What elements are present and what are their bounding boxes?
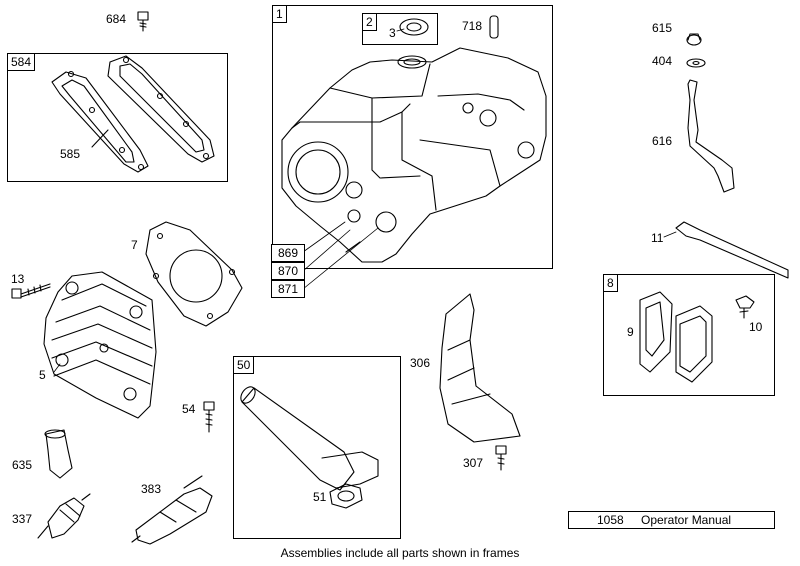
frame-584 <box>7 53 228 182</box>
spark-plug-337-part <box>37 493 91 539</box>
callout-13: 13 <box>11 272 25 286</box>
callout-383: 383 <box>141 482 162 496</box>
callout-306: 306 <box>410 356 431 370</box>
callout-54: 54 <box>182 402 196 416</box>
head-gasket-7-part <box>145 221 243 327</box>
callout-869: 869 <box>271 244 305 262</box>
callout-51: 51 <box>313 490 327 504</box>
breather-9-part <box>639 291 713 383</box>
callout-10: 10 <box>749 320 763 334</box>
callout-635: 635 <box>12 458 33 472</box>
tube-11-part <box>675 221 789 279</box>
callout-404: 404 <box>652 54 673 68</box>
frame-label-2: 2 <box>362 13 377 31</box>
callout-337: 337 <box>12 512 33 526</box>
oil-tube-50-part <box>240 386 379 491</box>
pin-718-part <box>489 15 499 39</box>
frame-label-1: 1 <box>272 5 287 23</box>
frame-1 <box>272 5 553 269</box>
callout-7: 7 <box>131 238 138 252</box>
manual-number: 1058 <box>597 513 624 527</box>
callout-615: 615 <box>652 21 673 35</box>
callout-11: 11 <box>651 231 664 245</box>
gasket-51-part <box>329 483 363 509</box>
footer-note: Assemblies include all parts shown in fr… <box>280 546 520 560</box>
air-guide-306-part <box>439 293 521 443</box>
plug-tool-383-part <box>131 475 213 545</box>
callout-307: 307 <box>463 456 484 470</box>
bolt-684-part <box>137 11 149 32</box>
callout-870: 870 <box>271 262 305 280</box>
cylinder-head-5-part <box>43 271 157 419</box>
washer-404-part <box>686 58 706 68</box>
nut-615-part <box>686 33 702 46</box>
frame-label-8: 8 <box>603 274 618 292</box>
spark-boot-635-part <box>44 429 73 479</box>
manual-label: Operator Manual <box>641 513 732 527</box>
callout-585: 585 <box>60 147 81 161</box>
callout-9: 9 <box>627 325 634 339</box>
frame-label-584: 584 <box>7 53 36 71</box>
seal-3-part <box>399 18 429 36</box>
callout-3: 3 <box>389 26 396 40</box>
screw-13-part <box>11 283 51 299</box>
screw-10-part <box>735 295 755 319</box>
leader-lines <box>53 28 677 373</box>
cylinder-block-1-part <box>281 47 547 263</box>
callout-718: 718 <box>462 19 483 33</box>
frame-label-50: 50 <box>233 356 255 374</box>
screw-307-part <box>495 445 507 471</box>
screw-54-part <box>203 401 215 433</box>
lever-616-part <box>687 79 735 193</box>
callout-616: 616 <box>652 134 673 148</box>
callout-871: 871 <box>271 280 305 298</box>
gasket-585-part <box>51 55 215 173</box>
callout-684: 684 <box>106 12 127 26</box>
operator-manual-box: 1058 Operator Manual <box>568 511 775 529</box>
callout-5: 5 <box>39 368 46 382</box>
frame-8 <box>603 274 775 396</box>
frame-50 <box>233 356 401 539</box>
